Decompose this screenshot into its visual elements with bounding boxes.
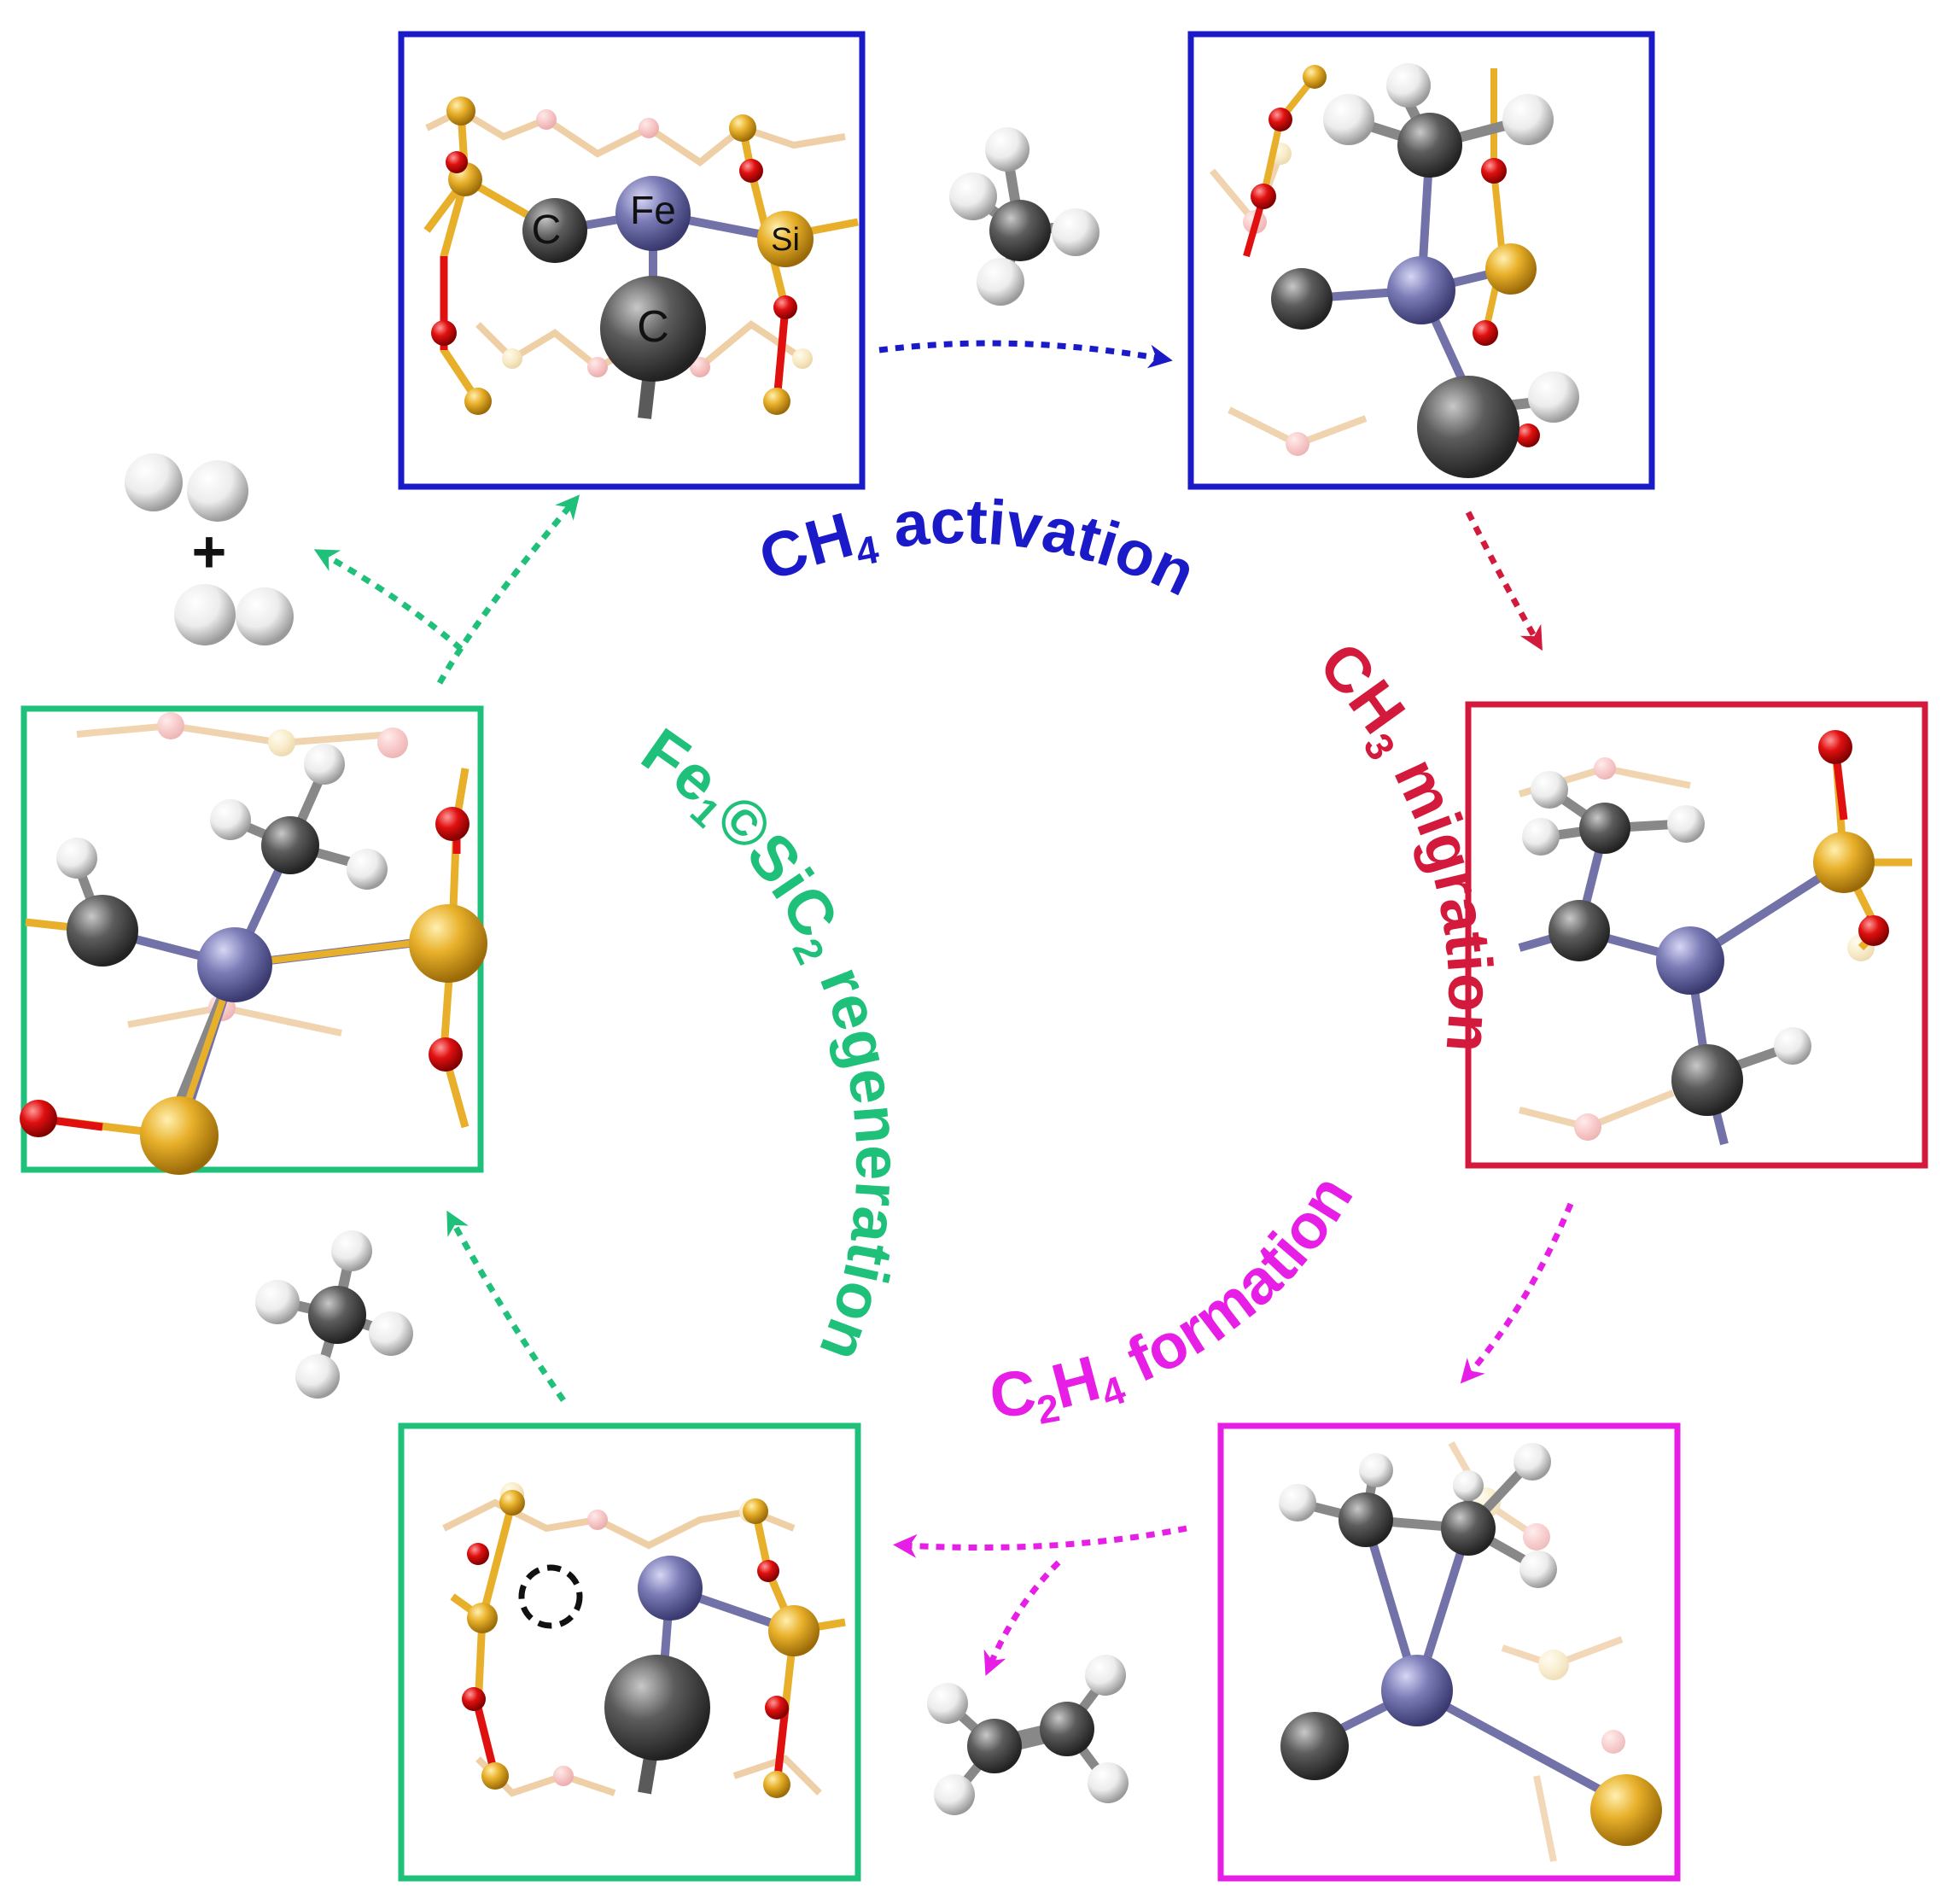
arrow-hydrogen-release [313,549,464,651]
hydrogen-molecule-icon: + [125,453,294,645]
panel-vacancy-site [398,1422,861,1882]
atom-label-iron: Fe [630,188,676,232]
vacancy-circle-icon [518,1564,583,1629]
arrow-to-initial-site [436,494,580,685]
arrow-to-vacancy [893,1525,1187,1558]
carbon-atom [522,198,587,263]
iron-atom [1656,926,1724,995]
arrow-migration [1465,511,1543,651]
label-ch4-activation: CH4 activation [749,486,1206,610]
silicon-atom [757,211,814,267]
panel-initial-site: C Fe Si C [398,31,866,490]
methane-molecule-icon [949,127,1099,306]
plus-sign: + [192,518,227,585]
panel-ch4-activated [1187,31,1655,490]
panel-regeneration-site [20,705,487,1175]
carbon-atom [600,276,706,382]
iron-atom [1387,256,1455,324]
arrow-activation [878,340,1173,369]
panel-ch3-migrated [1465,701,1928,1169]
iron-atom [638,1556,703,1621]
iron-atom [197,927,272,1002]
methane-molecule-icon [255,1230,413,1399]
arrow-formation [1460,1202,1574,1384]
atom-label-carbon: C [532,207,562,253]
arrow-regeneration [446,1210,566,1403]
panel-c2h4-forming [1217,1422,1681,1882]
iron-atom [1381,1655,1453,1726]
cycle-arrows [313,340,1574,1676]
ethylene-molecule-icon [927,1655,1129,1815]
atom-label-carbon: C [637,302,669,352]
arrow-ethylene-release [983,1560,1061,1676]
iron-atom [615,176,691,251]
label-c2h4-formation: C2H4 formation [987,1163,1367,1433]
atom-label-silicon: Si [771,222,800,258]
